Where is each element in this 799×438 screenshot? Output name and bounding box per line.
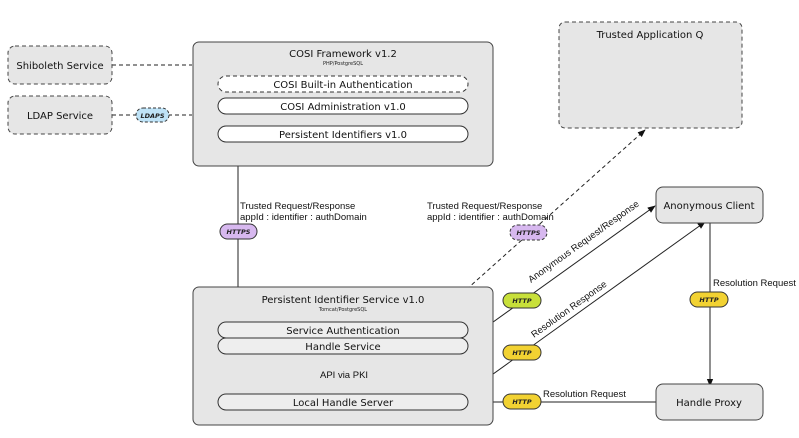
persistent-identifiers-label: Persistent Identifiers v1.0 [279, 130, 407, 141]
cosi-builtin-auth-label: COSI Built-in Authentication [273, 80, 412, 91]
trusted-label-2-line2: appId : identifier : authDomain [427, 212, 554, 223]
anonymous-connector [467, 205, 656, 341]
handle-proxy-node[interactable]: Handle Proxy [655, 383, 764, 421]
resolution-request-vertical-label: Resolution Request [713, 278, 796, 289]
resolution-response-connector [467, 221, 706, 393]
cosi-administration-label: COSI Administration v1.0 [280, 102, 406, 113]
http-badge-anonymous: HTTP [502, 292, 542, 309]
trusted-connector-app-q [429, 129, 646, 323]
https-badge-cosi: HTTPS [219, 223, 258, 240]
pis-subtitle: Tomcat/PostgreSQL [318, 307, 367, 313]
svg-text:HTTP: HTTP [512, 297, 531, 305]
trusted-label-2-line1: Trusted Request/Response [427, 201, 542, 212]
http-badge-resolution-request-vertical: HTTP [689, 291, 729, 308]
svg-text:HTTP: HTTP [699, 296, 718, 304]
svg-text:HTTPS: HTTPS [227, 228, 251, 236]
cosi-framework-node[interactable]: COSI Framework v1.2 PHP/PostgreSQL COSI … [192, 41, 494, 167]
handle-proxy-label: Handle Proxy [676, 398, 742, 409]
svg-text:HTTP: HTTP [512, 349, 531, 357]
svg-text:LDAPS: LDAPS [140, 112, 164, 120]
svg-text:HTTP: HTTP [512, 398, 531, 406]
cosi-administration-module[interactable]: COSI Administration v1.0 [217, 97, 469, 115]
handle-service-module[interactable]: Handle Service [217, 337, 469, 355]
pis-title: Persistent Identifier Service v1.0 [262, 295, 425, 306]
ldap-service-label: LDAP Service [27, 111, 93, 122]
svg-text:HTTPS: HTTPS [517, 229, 541, 237]
ldaps-badge: LDAPS [135, 107, 170, 123]
cosi-framework-title: COSI Framework v1.2 [289, 49, 397, 60]
resolution-request-horizontal-label: Resolution Request [543, 389, 626, 400]
resolution-response-label: Resolution Response [529, 279, 609, 341]
anonymous-client-label: Anonymous Client [663, 201, 754, 212]
handle-service-label: Handle Service [305, 342, 380, 353]
service-authentication-module[interactable]: Service Authentication [217, 321, 469, 339]
trusted-application-q-label: Trusted Application Q [596, 30, 704, 41]
cosi-builtin-auth-module[interactable]: COSI Built-in Authentication [217, 75, 469, 93]
api-via-pki-label: API via PKI [320, 370, 368, 381]
https-badge-app-q: HTTPS [509, 224, 548, 241]
persistent-identifier-service-node[interactable]: Persistent Identifier Service v1.0 Tomca… [192, 286, 494, 426]
http-badge-resolution-request-horizontal: HTTP [502, 393, 542, 410]
trusted-label-1-line1: Trusted Request/Response [240, 201, 355, 212]
service-authentication-label: Service Authentication [286, 326, 400, 337]
cosi-framework-subtitle: PHP/PostgreSQL [323, 61, 363, 67]
trusted-label-1-line2: appId : identifier : authDomain [240, 212, 367, 223]
persistent-identifiers-module[interactable]: Persistent Identifiers v1.0 [217, 125, 469, 143]
http-badge-resolution-response: HTTP [502, 344, 542, 361]
local-handle-server-label: Local Handle Server [293, 398, 394, 409]
shibboleth-service-node[interactable]: Shiboleth Service [7, 45, 113, 85]
anonymous-client-node[interactable]: Anonymous Client [655, 186, 764, 224]
local-handle-server-module[interactable]: Local Handle Server [217, 393, 469, 411]
trusted-application-q-node[interactable]: Trusted Application Q [558, 21, 743, 129]
shibboleth-service-label: Shiboleth Service [16, 61, 103, 72]
ldap-service-node[interactable]: LDAP Service [7, 95, 113, 135]
